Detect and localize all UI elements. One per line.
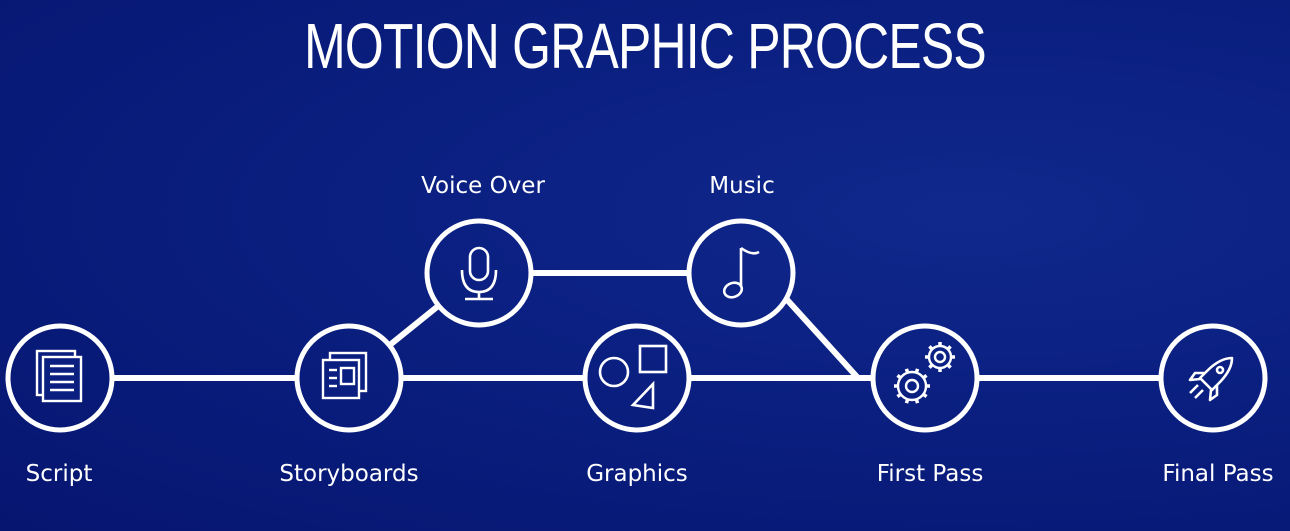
gears-icon bbox=[894, 342, 955, 404]
connector-music-to-first-pass bbox=[783, 296, 861, 381]
music-note-icon bbox=[722, 246, 760, 299]
node-graphics[interactable] bbox=[582, 323, 692, 433]
node-final-pass[interactable] bbox=[1158, 323, 1268, 433]
node-label-voice-over: Voice Over bbox=[421, 173, 545, 199]
node-first-pass[interactable] bbox=[870, 323, 980, 433]
node-label-music: Music bbox=[709, 173, 775, 199]
node-music[interactable] bbox=[686, 218, 796, 328]
gear-tooth bbox=[896, 392, 902, 398]
gear-tooth bbox=[914, 368, 920, 374]
node-storyboards[interactable] bbox=[294, 323, 404, 433]
gear-tooth bbox=[896, 374, 902, 380]
storyboard-icon bbox=[321, 351, 368, 400]
gear-tooth bbox=[914, 398, 920, 404]
rocket-icon bbox=[1188, 356, 1234, 402]
gear-tooth bbox=[928, 345, 934, 351]
page-title: MOTION GRAPHIC PROCESS bbox=[304, 10, 987, 82]
gear-tooth bbox=[946, 363, 952, 369]
gear-tooth bbox=[904, 398, 910, 404]
node-voice-over[interactable] bbox=[424, 218, 534, 328]
gear-tooth bbox=[922, 392, 928, 398]
gear-tooth bbox=[928, 363, 934, 369]
document-lines-icon bbox=[35, 349, 83, 403]
node-script[interactable] bbox=[5, 323, 115, 433]
node-label-storyboards: Storyboards bbox=[279, 461, 419, 487]
shapes-icon bbox=[598, 344, 668, 410]
gear-tooth bbox=[922, 374, 928, 380]
node-label-first-pass: First Pass bbox=[876, 461, 984, 487]
node-label-graphics: Graphics bbox=[586, 461, 688, 487]
microphone-icon bbox=[460, 246, 498, 301]
node-label-final-pass: Final Pass bbox=[1162, 461, 1274, 487]
gear-tooth bbox=[946, 345, 952, 351]
gear-tooth bbox=[904, 368, 910, 374]
connector-storyboards-to-voice-over bbox=[387, 303, 441, 348]
node-label-script: Script bbox=[25, 461, 93, 487]
